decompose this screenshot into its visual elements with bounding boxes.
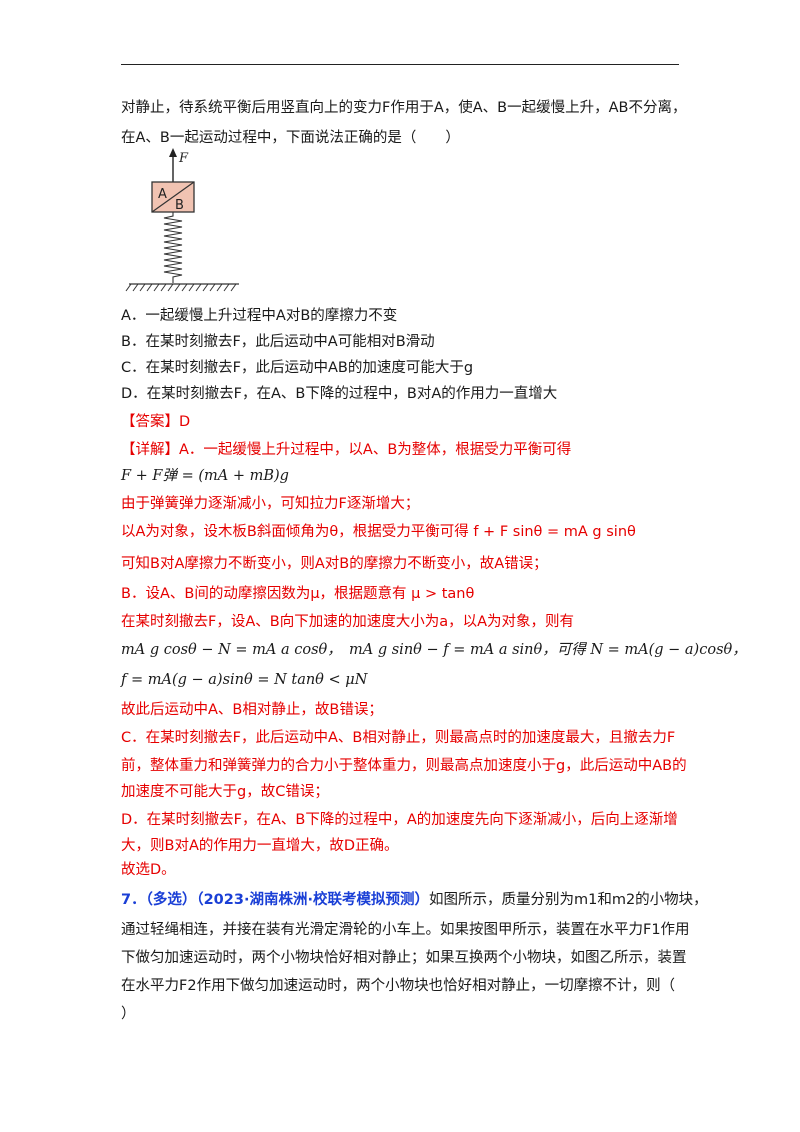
- question-7-line-3: 下做匀加速运动时，两个小物块恰好相对静止；如果互换两个小物块，如图乙所示，装置: [121, 950, 687, 966]
- solution-line-10: 故此后运动中A、B相对静止，故B错误；: [121, 702, 383, 718]
- question-7-line-5: ）: [121, 1006, 136, 1022]
- question-number: 7．: [121, 892, 146, 908]
- ground-hatch: [125, 283, 237, 292]
- option-a: A．一起缓慢上升过程中A对B的摩擦力不变: [121, 308, 398, 324]
- question-7-line-1: 7．（多选）（2023·湖南株洲·校联考模拟预测）如图所示，质量分别为m1和m2…: [121, 890, 708, 910]
- solution-line-7: 在某时刻撤去F，设A、B向下加速的加速度大小为a，以A为对象，则有: [121, 614, 575, 630]
- block-label-b: B: [175, 198, 184, 213]
- question-7-text-1: 如图所示，质量分别为m1和m2的小物块，: [428, 892, 708, 908]
- option-c: C．在某时刻撤去F，此后运动中AB的加速度可能大于g: [121, 360, 474, 376]
- header-rule: [121, 64, 679, 65]
- solution-conclusion: 故选D。: [121, 862, 176, 878]
- solution-equation-2: mA g cosθ − N = mA a cosθ， mA g sinθ − f…: [121, 642, 747, 658]
- block-diagonal: [151, 181, 195, 213]
- option-b: B．在某时刻撤去F，此后运动中A可能相对B滑动: [121, 334, 435, 350]
- solution-equation-3: f = mA(g − a)sinθ = N tanθ < μN: [121, 672, 368, 688]
- question-text-line-2: 在A、B一起运动过程中，下面说法正确的是（ ）: [121, 130, 460, 146]
- option-d: D．在某时刻撤去F，在A、B下降的过程中，B对A的作用力一直增大: [121, 386, 558, 402]
- solution-line-13: 加速度不可能大于g，故C错误；: [121, 784, 329, 800]
- solution-line-5: 可知B对A摩擦力不断变小，则A对B的摩擦力不断变小，故A错误；: [121, 556, 548, 572]
- solution-line-14: D．在某时刻撤去F，在A、B下降的过程中，A的加速度先向下逐渐减小，后向上逐渐增: [121, 812, 678, 828]
- solution-equation-1: F + F弹 = (mA + mB)g: [121, 468, 289, 484]
- solution-line-12: 前，整体重力和弹簧弹力的合力小于整体重力，则最高点加速度小于g，此后运动中AB的: [121, 758, 687, 774]
- solution-line-4: 以A为对象，设木板B斜面倾角为θ，根据受力平衡可得 f + F sinθ = m…: [121, 524, 636, 540]
- solution-line-6: B．设A、B间的动摩擦因数为μ，根据题意有 μ > tanθ: [121, 586, 475, 602]
- solution-line-11: C．在某时刻撤去F，此后运动中A、B相对静止，则最高点时的加速度最大，且撤去力F: [121, 730, 676, 746]
- spring-coil: [163, 212, 183, 283]
- solution-line-3: 由于弹簧弹力逐渐减小，可知拉力F逐渐增大；: [121, 496, 420, 512]
- block-label-a: A: [158, 187, 167, 202]
- question-7-line-2: 通过轻绳相连，并接在装有光滑定滑轮的小车上。如果按图甲所示，装置在水平力F1作用: [121, 922, 690, 938]
- solution-line-15: 大，则B对A的作用力一直增大，故D正确。: [121, 838, 399, 854]
- question-7-line-4: 在水平力F2作用下做匀加速运动时，两个小物块也恰好相对静止，一切摩擦不计，则（: [121, 978, 676, 994]
- force-label: F: [178, 151, 189, 166]
- answer-label: 【答案】D: [121, 414, 191, 430]
- question-tag: （多选）（2023·湖南株洲·校联考模拟预测）: [145, 892, 429, 908]
- spring-block-figure: F A B: [125, 148, 239, 292]
- question-text-line-1: 对静止，待系统平衡后用竖直向上的变力F作用于A，使A、B一起缓慢上升，AB不分离…: [121, 100, 687, 116]
- solution-line-1: 【详解】A．一起缓慢上升过程中，以A、B为整体，根据受力平衡可得: [121, 442, 572, 458]
